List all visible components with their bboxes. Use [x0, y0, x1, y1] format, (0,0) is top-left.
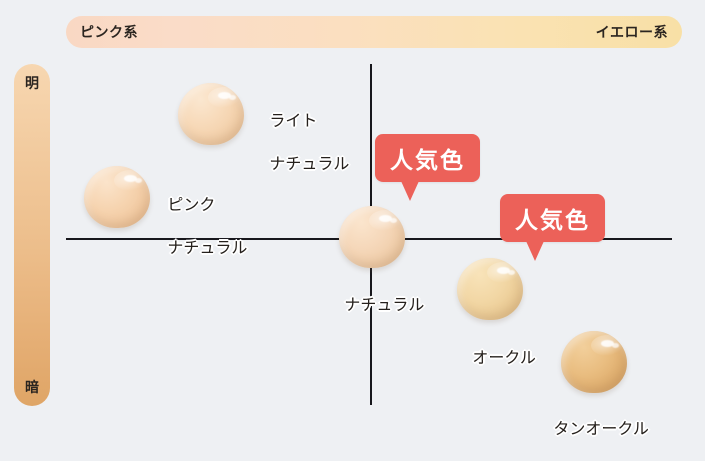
popular-badge-ocher[interactable]: 人気色 — [500, 194, 605, 261]
shade-label-line2: ナチュラル — [167, 237, 248, 257]
brightness-axis-bottom-label: 暗 — [25, 380, 39, 396]
swatch-highlight-large — [378, 215, 392, 223]
swatch-highlight-small — [135, 178, 143, 184]
shade-label-tan-ocher: タンオークル — [533, 396, 649, 461]
popular-badge-natural[interactable]: 人気色 — [375, 134, 480, 201]
shade-label-ocher: オークル — [452, 325, 536, 390]
shade-swatch-light-natural[interactable] — [178, 83, 244, 145]
shade-swatch-natural[interactable] — [339, 206, 405, 268]
shade-label-pink-natural: ピンク ナチュラル — [147, 172, 247, 280]
shade-label-natural: ナチュラル — [324, 272, 424, 337]
swatch-highlight-small — [229, 95, 237, 101]
popular-badge-label: 人気色 — [515, 208, 590, 234]
shade-label-line1: オークル — [472, 347, 536, 367]
foundation-shade-chart: ピンク系 イエロー系 明 暗 ライト ナチュラル ピンク ナチュラル ナチュラル — [14, 16, 682, 438]
shade-label-line2: ナチュラル — [269, 153, 350, 173]
shade-label-line1: ライト — [269, 110, 318, 130]
swatch-highlight-large — [600, 340, 614, 348]
brightness-axis-bar: 明 暗 — [14, 64, 50, 406]
popular-badge-tail — [526, 241, 544, 261]
swatch-highlight-small — [612, 343, 620, 349]
shade-swatch-pink-natural[interactable] — [84, 166, 150, 228]
swatch-highlight-large — [123, 175, 137, 183]
shade-swatch-tan-ocher[interactable] — [561, 331, 627, 393]
shade-label-line1: ナチュラル — [344, 294, 425, 314]
hue-axis-right-label: イエロー系 — [595, 25, 668, 41]
shade-label-light-natural: ライト ナチュラル — [249, 88, 349, 196]
popular-badge-tail — [401, 181, 419, 201]
hue-axis-left-label: ピンク系 — [80, 25, 138, 41]
swatch-highlight-large — [217, 92, 231, 100]
swatch-highlight-small — [508, 270, 516, 276]
shade-label-line1: タンオークル — [553, 418, 649, 438]
swatch-highlight-large — [496, 267, 510, 275]
hue-axis-bar: ピンク系 イエロー系 — [66, 16, 682, 48]
swatch-highlight-small — [390, 218, 398, 224]
brightness-axis-top-label: 明 — [25, 76, 39, 92]
shade-swatch-ocher[interactable] — [457, 258, 523, 320]
popular-badge-label: 人気色 — [390, 148, 465, 174]
shade-label-line1: ピンク — [167, 194, 216, 214]
